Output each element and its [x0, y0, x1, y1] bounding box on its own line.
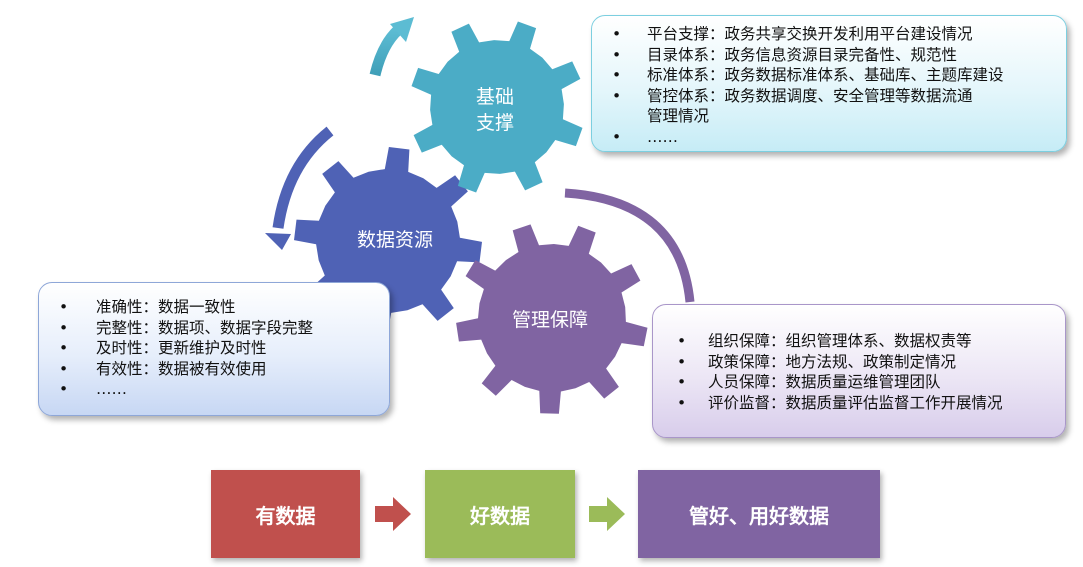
gear-label-management-guarantee: 管理保障 [511, 309, 588, 331]
basic-support-list: • 平台支撑：政务共享交换开发利用平台建设情况 • 目录体系：政务信息资源目录完备性… [592, 24, 1056, 147]
list-item: • 管控体系：政务数据调度、安全管理等数据流通管理情况 [592, 86, 987, 127]
list-item-text: …… [96, 380, 127, 398]
flow-step-good-data: 好数据 [425, 470, 575, 558]
bullet: • [612, 45, 622, 64]
list-item: • 完整性：数据项、数据字段完整 [39, 318, 379, 339]
management-guarantee-list: • 组织保障：组织管理体系、数据权责等 • 政策保障：地方法规、政策制定情况 • 人员… [653, 331, 1055, 413]
list-item-text: 人员保障：数据质量运维管理团队 [708, 373, 941, 391]
curved-arrow-data-head [265, 233, 291, 250]
list-item: • 人员保障：数据质量运维管理团队 [653, 372, 1055, 393]
list-item-text: 管控体系：政务数据调度、安全管理等数据流通管理情况 [647, 86, 973, 126]
flow-step-manage-use-data: 管好、用好数据 [638, 470, 880, 558]
curved-arrow-basic [369, 25, 402, 77]
list-item-text: 政策保障：地方法规、政策制定情况 [708, 352, 957, 371]
list-item-text: 组织保障：组织管理体系、数据权责等 [708, 332, 972, 350]
data-resources-info-box: •准确性：数据一致性 •完整性：数据项、数据字段完整 •及时性：更新维护及时性 … [38, 282, 390, 416]
gear-label-basic-line1: 基础 [475, 86, 514, 108]
bullet: • [59, 339, 69, 357]
list-item-text: …… [647, 127, 678, 146]
gear-management-guarantee [456, 224, 648, 414]
arc-group [265, 17, 695, 303]
list-item: • 准确性：数据一致性 [39, 297, 379, 318]
list-item: • 组织保障：组织管理体系、数据权责等 [653, 331, 1055, 352]
list-item: • …… [39, 379, 379, 400]
bullet: • [59, 380, 69, 398]
gear-label-basic-support: 基础 支撑 [455, 84, 535, 136]
bullet: • [677, 393, 687, 412]
list-item-text: 准确性：数据一致性 [96, 298, 236, 316]
list-item: • 目录体系：政务信息资源目录完备性、规范性 [592, 45, 1056, 66]
gear-basic-support [411, 21, 583, 193]
list-item-text: 标准体系：政务数据标准体系、基础库、主题库建设 [647, 66, 1004, 84]
list-item: • 标准体系：政务数据标准体系、基础库、主题库建设 [592, 65, 1056, 86]
list-item-text: 评价监督：数据质量评估监督工作开展情况 [708, 393, 1003, 412]
flow-step-have-data: 有数据 [211, 470, 360, 558]
right-arrow-icon [375, 497, 411, 531]
right-arrow-icon [589, 497, 625, 531]
bullet: • [612, 86, 622, 105]
management-guarantee-info-box: • 组织保障：组织管理体系、数据权责等 • 政策保障：地方法规、政策制定情况 • 人员… [652, 304, 1066, 438]
curved-arrow-basic-head [390, 17, 414, 42]
list-item: • 评价监督：数据质量评估监督工作开展情况 [653, 393, 1055, 414]
bullet: • [612, 66, 622, 84]
list-item-text: 平台支撑：政务共享交换开发利用平台建设情况 [647, 25, 973, 43]
list-item: • 平台支撑：政务共享交换开发利用平台建设情况 [592, 24, 1056, 45]
bullet: • [612, 25, 622, 43]
bullet: • [677, 373, 687, 391]
bullet: • [59, 298, 69, 316]
list-item-text: 目录体系：政务信息资源目录完备性、规范性 [647, 45, 958, 64]
bullet: • [677, 352, 687, 371]
bullet: • [677, 332, 687, 350]
list-item: • 政策保障：地方法规、政策制定情况 [653, 352, 1055, 373]
list-item: • …… [592, 127, 1056, 148]
bullet: • [59, 359, 69, 378]
list-item-text: 完整性：数据项、数据字段完整 [96, 318, 314, 337]
gear-label-basic-line2: 支撑 [475, 112, 514, 134]
data-resources-list: •准确性：数据一致性 •完整性：数据项、数据字段完整 •及时性：更新维护及时性 … [39, 297, 379, 400]
list-item: • 有效性：数据被有效使用 [39, 359, 379, 380]
curved-arc-management [564, 188, 695, 303]
curved-arrow-data [272, 126, 334, 229]
bullet: • [59, 318, 69, 337]
gear-label-data-resources: 数据资源 [356, 229, 433, 251]
list-item-text: 及时性：更新维护及时性 [96, 339, 267, 357]
bullet: • [612, 127, 622, 146]
list-item: • 及时性：更新维护及时性 [39, 338, 379, 359]
list-item-text: 有效性：数据被有效使用 [96, 359, 267, 378]
basic-support-info-box: • 平台支撑：政务共享交换开发利用平台建设情况 • 目录体系：政务信息资源目录完备性… [591, 15, 1067, 152]
